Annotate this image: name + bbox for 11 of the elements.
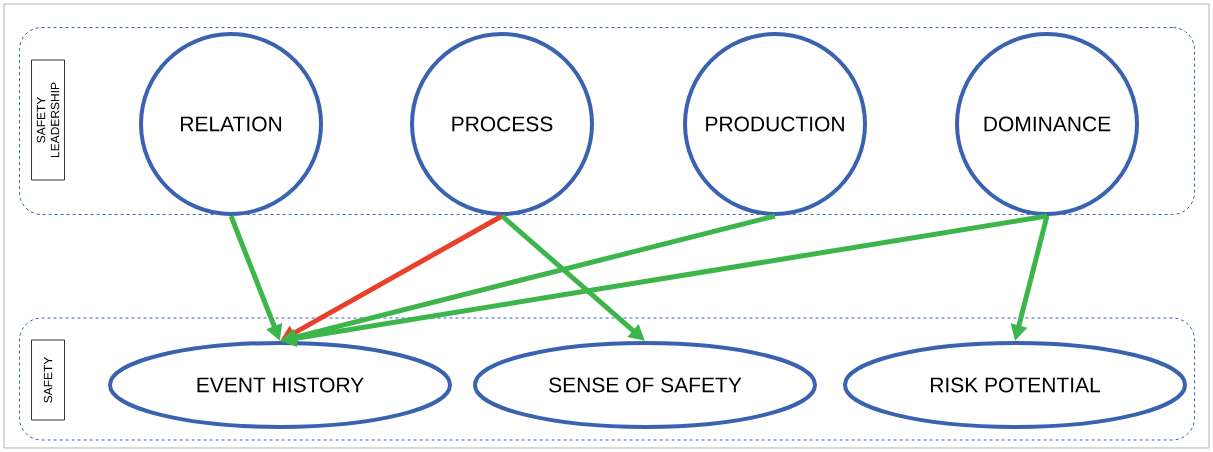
- dashed-group-box: [19, 317, 1195, 441]
- circle-node: RELATION: [139, 32, 323, 216]
- label-box: SAFETY LEADERSHIP: [31, 59, 65, 181]
- ellipse-node: RISK POTENTIAL: [843, 341, 1187, 429]
- ellipse-node: SENSE OF SAFETY: [473, 341, 817, 429]
- ellipse-node: EVENT HISTORY: [108, 341, 452, 429]
- circle-node: DOMINANCE: [955, 32, 1139, 216]
- dashed-group-box: [19, 27, 1195, 215]
- circle-node: PROCESS: [410, 32, 594, 216]
- label-box: SAFETY: [31, 339, 65, 421]
- circle-node: PRODUCTION: [683, 32, 867, 216]
